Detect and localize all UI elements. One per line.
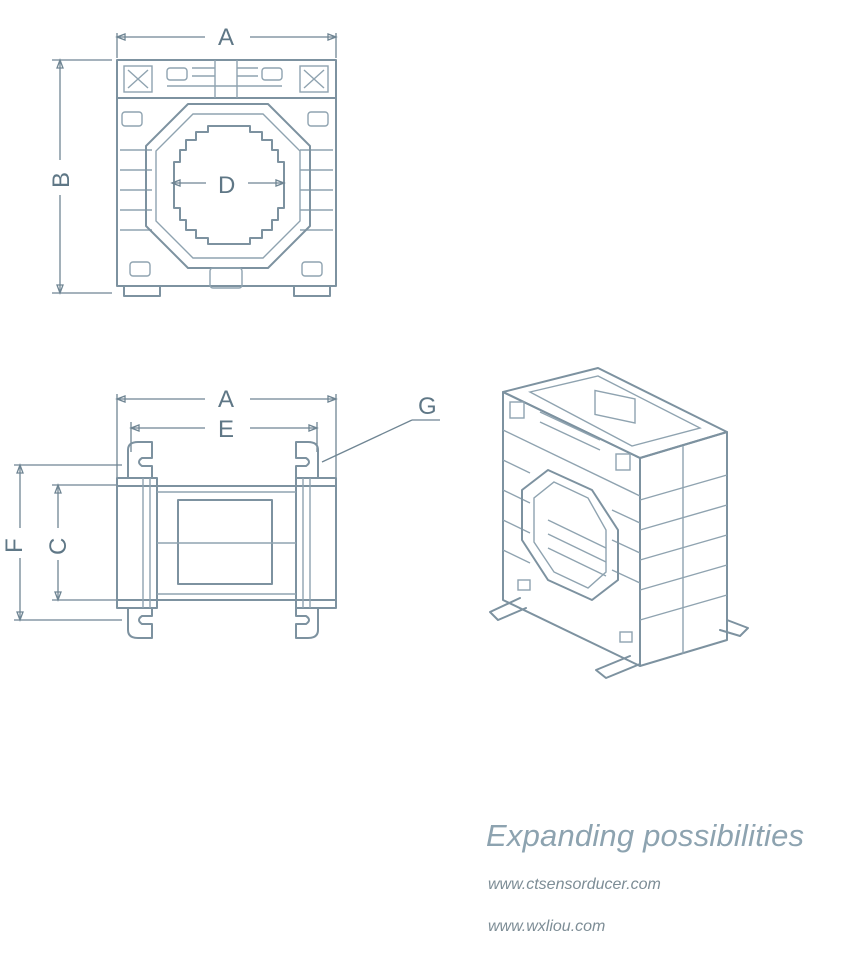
dimension-f-height [14,463,122,622]
label-d-aperture: D [218,172,235,199]
dimension-b-side [52,58,112,295]
dimension-a-top [115,33,338,58]
label-a-top: A [218,24,234,51]
plan-view: A E G F [1,386,440,639]
label-e-mount: E [218,416,234,443]
slogan: Expanding possibilities [486,818,805,853]
label-g-slot: G [418,393,437,420]
dimension-a-bottom [115,394,338,478]
website-link-ctsensorducer[interactable]: www.ctsensorducer.com [488,876,661,893]
dimension-e-mount [129,422,319,452]
label-c-width: C [45,538,72,555]
label-b-side: B [48,172,75,188]
dimension-g-leader [321,419,440,463]
front-view: A B [48,24,338,297]
plan-housing [116,441,337,639]
dimension-c-width [52,483,117,602]
website-link-wxliou[interactable]: www.wxliou.com [488,918,606,935]
isometric-view [489,367,749,679]
front-housing [116,59,337,297]
label-a-bottom: A [218,386,234,413]
label-f-height: F [1,538,28,553]
